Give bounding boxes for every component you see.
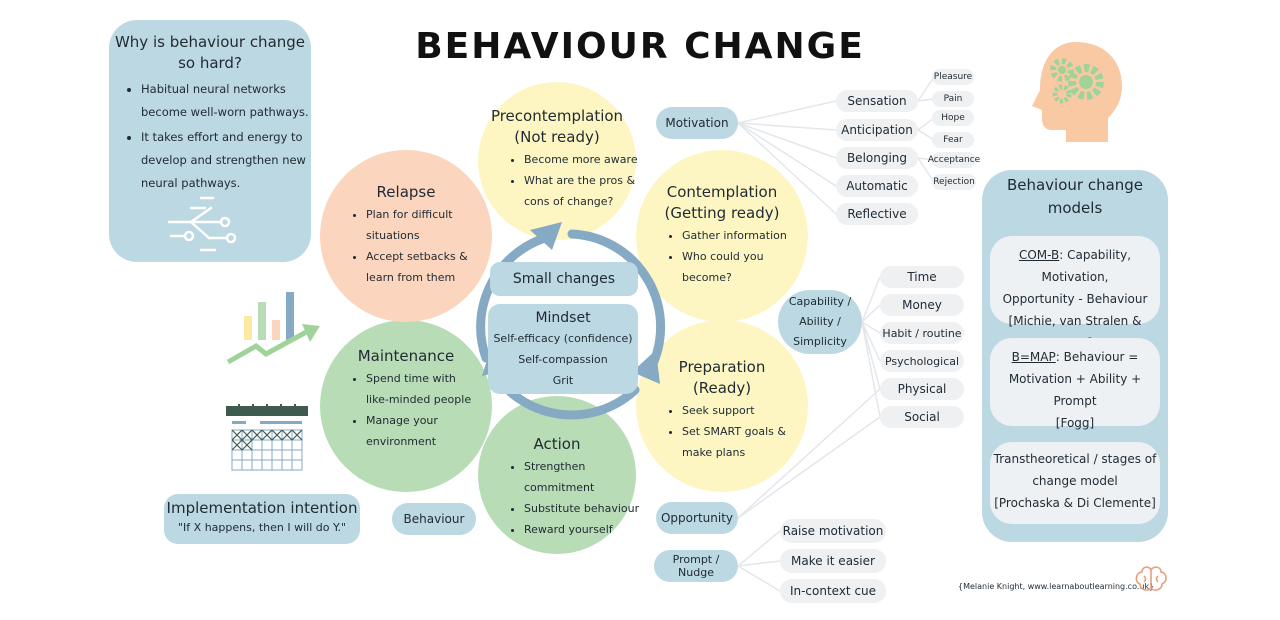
relapse-points: Plan for difficult situations Accept set… bbox=[352, 204, 478, 288]
motivation-sub: Rejection bbox=[932, 174, 976, 190]
prompt-branch: Raise motivation bbox=[780, 519, 886, 543]
why-points: Habitual neural networks become well-wor… bbox=[127, 78, 311, 195]
preparation-circle bbox=[636, 320, 808, 492]
stage-point: Spend time with like-minded people bbox=[366, 368, 478, 410]
implementation-title: Implementation intention bbox=[166, 499, 358, 517]
page-title: BEHAVIOUR CHANGE bbox=[415, 26, 865, 67]
precontemplation-title: Precontemplation (Not ready) bbox=[490, 107, 624, 146]
stage-point: Become more aware bbox=[524, 149, 642, 170]
capability-branch: Physical bbox=[880, 378, 964, 400]
models-heading-line2: models bbox=[1047, 199, 1103, 217]
model-abbr: B=MAP bbox=[1011, 350, 1056, 364]
credit-text: {Melanie Knight, www.learnaboutlearning.… bbox=[958, 582, 1155, 591]
model-abbr: COM-B bbox=[1018, 248, 1060, 262]
capability-branch: Social bbox=[880, 406, 964, 428]
motivation-sub: Pleasure bbox=[932, 69, 974, 85]
maintenance-points: Spend time with like-minded people Manag… bbox=[352, 368, 478, 452]
motivation-branch: Automatic bbox=[836, 175, 918, 197]
precontemplation-circle bbox=[478, 82, 636, 240]
why-heading-line2: so hard? bbox=[178, 54, 242, 72]
action-title: Action bbox=[533, 435, 581, 453]
mindset-item: Grit bbox=[552, 374, 574, 387]
calendar-icon bbox=[226, 404, 308, 471]
cycle-arrow bbox=[476, 222, 666, 420]
prompt-branch: Make it easier bbox=[780, 549, 886, 573]
stage-point: What are the pros & cons of change? bbox=[524, 170, 642, 212]
stage-point: Reward yourself bbox=[524, 519, 644, 540]
stage-point: Accept setbacks & learn from them bbox=[366, 246, 478, 288]
mindset-item: Self-efficacy (confidence) bbox=[493, 332, 633, 345]
stage-point: Substitute behaviour bbox=[524, 498, 644, 519]
preparation-title: Preparation (Ready) bbox=[678, 358, 766, 397]
maintenance-circle bbox=[320, 320, 492, 492]
stage-point: Strengthen commitment bbox=[524, 456, 644, 498]
relapse-title: Relapse bbox=[376, 183, 436, 201]
action-points: Strengthen commitment Substitute behavio… bbox=[510, 456, 644, 540]
capability-branch: Habit / routine bbox=[880, 322, 964, 344]
maintenance-title: Maintenance bbox=[357, 347, 455, 365]
motivation-pill: Motivation bbox=[656, 107, 738, 139]
why-box: Why is behaviour change so hard? Habitua… bbox=[109, 20, 311, 262]
small-changes-pill: Small changes bbox=[490, 262, 638, 296]
opportunity-pill: Opportunity bbox=[656, 502, 738, 534]
model-ttm: Transtheoretical / stages of change mode… bbox=[990, 442, 1160, 524]
models-box: Behaviour change models COM-B: Capabilit… bbox=[982, 170, 1168, 542]
prompt-branch: In-context cue bbox=[780, 579, 886, 603]
contemplation-circle bbox=[636, 150, 808, 322]
models-heading-line1: Behaviour change bbox=[1006, 176, 1144, 194]
motivation-branch: Anticipation bbox=[836, 119, 918, 141]
mindset-box: Mindset Self-efficacy (confidence) Self-… bbox=[488, 304, 638, 394]
bar-chart-icon bbox=[226, 292, 320, 365]
head-gears-icon bbox=[1032, 42, 1122, 142]
stage-point: Manage your environment bbox=[366, 410, 478, 452]
stage-point: Seek support bbox=[682, 400, 800, 421]
why-heading-line1: Why is behaviour change bbox=[114, 33, 306, 51]
contemplation-points: Gather information Who could you become? bbox=[668, 225, 802, 288]
implementation-quote: "If X happens, then I will do Y." bbox=[177, 521, 347, 534]
capability-branch: Psychological bbox=[880, 350, 964, 372]
motivation-branch: Reflective bbox=[836, 203, 918, 225]
action-circle bbox=[478, 396, 636, 554]
implementation-box: Implementation intention "If X happens, … bbox=[164, 494, 360, 544]
capability-pill: Capability / Ability / Simplicity bbox=[778, 290, 862, 354]
neural-network-icon bbox=[167, 196, 237, 252]
mindset-title: Mindset bbox=[535, 310, 591, 326]
contemplation-title: Contemplation (Getting ready) bbox=[664, 183, 780, 222]
model-bmap: B=MAP: Behaviour = Motivation + Ability … bbox=[990, 338, 1160, 430]
stage-point: Gather information bbox=[682, 225, 802, 246]
prompt-pill: Prompt / Nudge bbox=[654, 550, 738, 582]
motivation-branch: Belonging bbox=[836, 147, 918, 169]
why-point: Habitual neural networks become well-wor… bbox=[141, 78, 311, 124]
relapse-circle bbox=[320, 150, 492, 322]
preparation-points: Seek support Set SMART goals & make plan… bbox=[668, 400, 800, 463]
stage-point: Plan for difficult situations bbox=[366, 204, 478, 246]
capability-branch: Money bbox=[880, 294, 964, 316]
motivation-branch: Sensation bbox=[836, 90, 918, 112]
capability-branch: Time bbox=[880, 266, 964, 288]
motivation-sub: Hope bbox=[932, 110, 974, 126]
precontemplation-points: Become more aware What are the pros & co… bbox=[510, 149, 642, 212]
why-point: It takes effort and energy to develop an… bbox=[141, 126, 311, 195]
behaviour-pill: Behaviour bbox=[392, 503, 476, 535]
brain-logo-icon bbox=[1135, 566, 1167, 591]
motivation-sub: Pain bbox=[932, 91, 974, 107]
mindset-item: Self-compassion bbox=[518, 353, 608, 366]
stage-point: Set SMART goals & make plans bbox=[682, 421, 800, 463]
stage-point: Who could you become? bbox=[682, 246, 802, 288]
model-comb: COM-B: Capability, Motivation, Opportuni… bbox=[990, 236, 1160, 350]
motivation-sub: Acceptance bbox=[928, 152, 980, 168]
motivation-sub: Fear bbox=[932, 132, 974, 148]
